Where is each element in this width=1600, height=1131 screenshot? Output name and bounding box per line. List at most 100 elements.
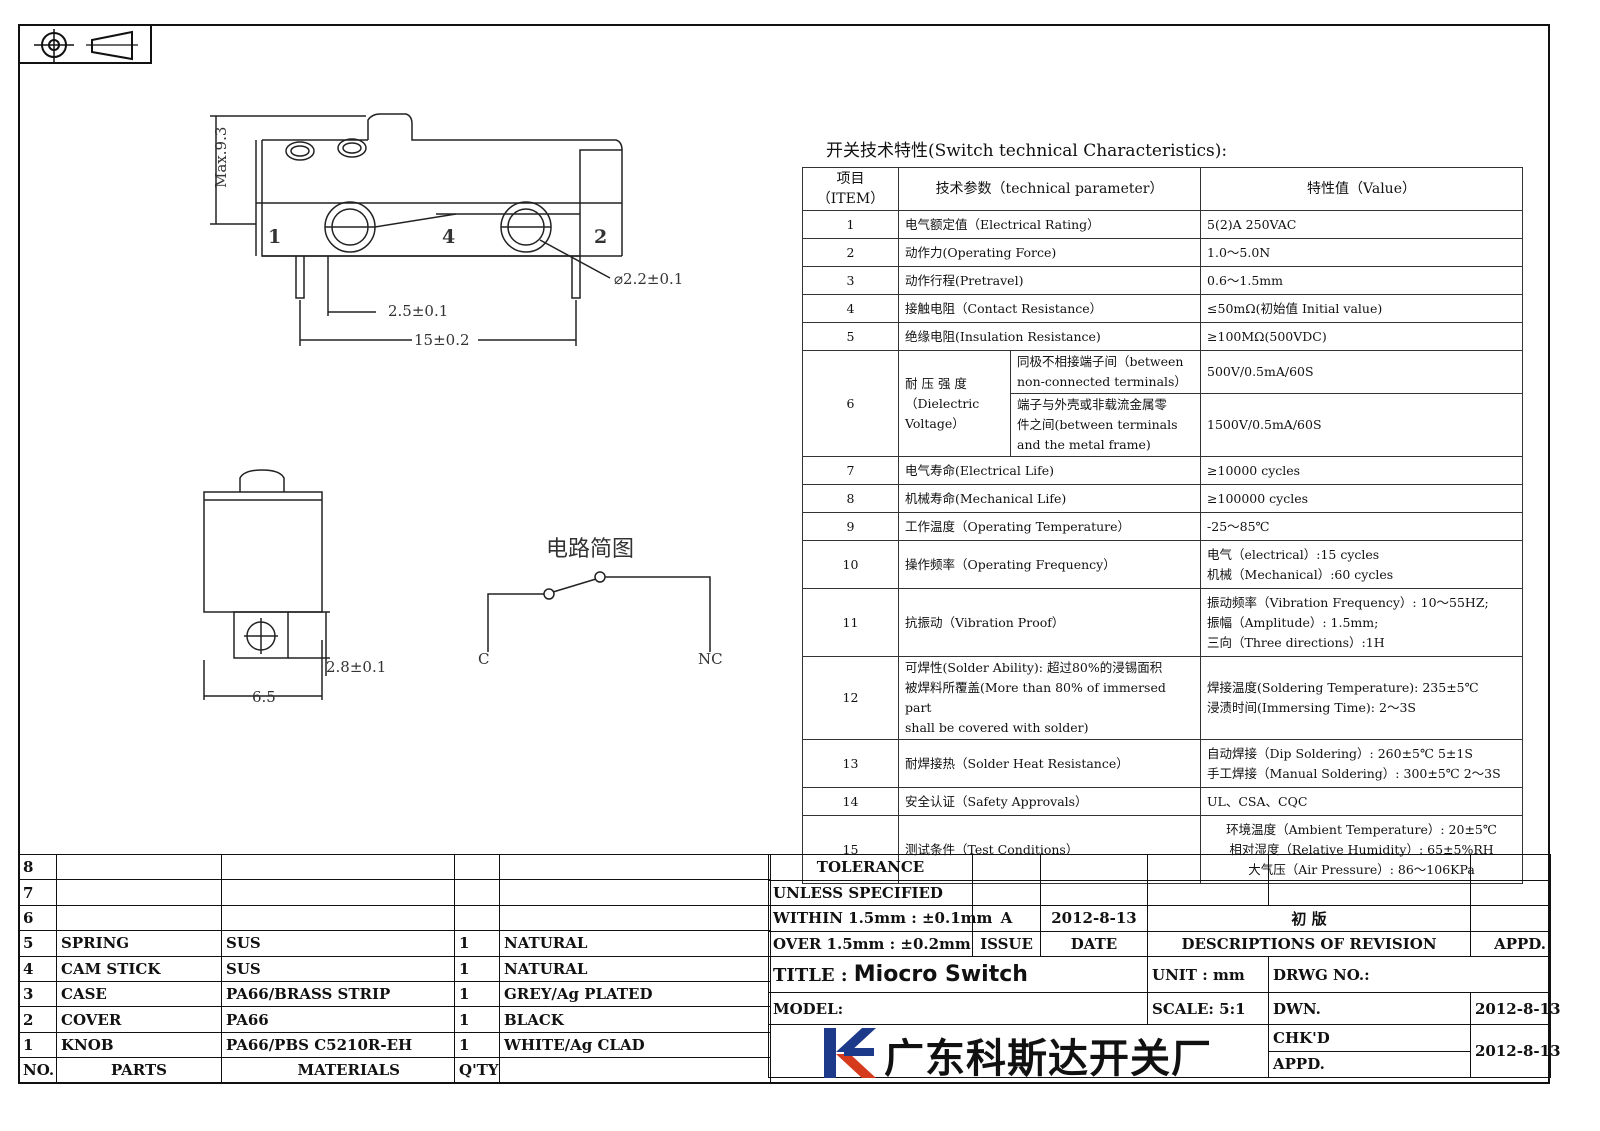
spec-value-line: 手工焊接（Manual Soldering）: 300±5℃ 2～3S	[1207, 765, 1501, 781]
spec-value-line: 振幅（Amplitude）: 1.5mm;	[1207, 614, 1379, 630]
dielectric-sub2-line: and the metal frame)	[1017, 437, 1151, 452]
scale-value: 5:1	[1219, 999, 1246, 1018]
tolerance-within: WITHIN 1.5mm : ±0.1mm	[768, 905, 992, 932]
bom-part: COVER	[56, 1006, 222, 1033]
bom-no: 5	[18, 930, 57, 957]
bom-qty: 1	[454, 930, 500, 957]
terminal-4-label: 4	[442, 226, 455, 248]
spec-param: 抗振动（Vibration Proof）	[897, 588, 1202, 657]
header-item-en: （ITEM）	[816, 191, 885, 207]
drawn-date: 2012-8-13	[1470, 992, 1561, 1025]
spec-value: -25～85℃	[1200, 512, 1524, 541]
spec-item-no: 1	[802, 210, 899, 239]
spec-value-line: -25～85℃	[1207, 518, 1270, 534]
spec-param: 电气额定值（Electrical Rating）	[897, 210, 1202, 239]
spec-param: 机械寿命(Mechanical Life)	[897, 484, 1202, 513]
spec-value-line: 三向（Three directions）:1H	[1207, 634, 1385, 650]
title-block: TOLERANCE UNLESS SPECIFIED WITHIN 1.5mm …	[768, 854, 1561, 1084]
bom-finish: GREY/Ag PLATED	[499, 980, 771, 1008]
bom-no: 3	[18, 980, 57, 1008]
bom-finish: NATURAL	[499, 955, 771, 982]
bom-header-parts: PARTS	[56, 1057, 222, 1084]
drawing-sheet-border	[18, 24, 1550, 1084]
bom-no: 6	[18, 904, 57, 932]
spec-value-line: 焊接温度(Soldering Temperature): 235±5℃	[1207, 680, 1479, 695]
spec-param: 耐焊接热（Solder Heat Resistance）	[897, 739, 1202, 788]
spec-item-no: 14	[802, 787, 899, 816]
spec-value: ≥100MΩ(500VDC)	[1200, 322, 1524, 351]
circuit-diagram-title: 电路简图	[546, 537, 634, 562]
bom-qty	[454, 879, 500, 906]
bom-qty: 1	[454, 1031, 500, 1059]
spec-value-line: ≥100000 cycles	[1207, 490, 1309, 506]
issue-label: ISSUE	[972, 930, 1041, 957]
bom-part	[56, 853, 222, 881]
switch-technical-drawing: Max.9.3 ⌀2.2±0.1 2.5±0.1 15±0.2 6.5 2.8±…	[203, 113, 723, 706]
spec-item-no: 3	[802, 266, 899, 295]
dielectric-sub2-value: 1500V/0.5mA/60S	[1200, 393, 1524, 457]
bom-row: 8	[18, 853, 771, 881]
dielectric-sub1-value: 500V/0.5mA/60S	[1200, 350, 1524, 394]
bom-material	[221, 853, 455, 881]
spec-item-no: 5	[802, 322, 899, 351]
height-dimension-label: Max.9.3	[212, 127, 230, 188]
spec-value: ≥10000 cycles	[1200, 456, 1524, 485]
spec-header-value: 特性值（Value）	[1200, 167, 1524, 211]
spec-value: 振动频率（Vibration Frequency）: 10～55HZ;振幅（Am…	[1200, 588, 1524, 657]
model-label: MODEL:	[768, 992, 1148, 1025]
tolerance-label: TOLERANCE	[768, 854, 973, 881]
tab-dimension-label: 2.8±0.1	[326, 658, 386, 676]
spec-item-no: 4	[802, 294, 899, 323]
spec-param: 动作力(Operating Force)	[897, 238, 1202, 267]
spec-value-line: UL、CSA、CQC	[1207, 793, 1308, 809]
spec-value-line: 电气（electrical）:15 cycles	[1207, 546, 1380, 562]
bom-part	[56, 879, 222, 906]
revision-description: 初 版	[1147, 905, 1471, 932]
tolerance-over: OVER 1.5mm : ±0.2mm	[768, 930, 973, 957]
spec-param-line: 被焊料所覆盖(More than 80% of immersed part	[905, 680, 1166, 715]
unit-value: mm	[1212, 965, 1245, 984]
spec-param-line: shall be covered with solder)	[905, 720, 1089, 735]
width-dimension-label: 6.5	[252, 688, 276, 706]
dielectric-label-line: Voltage）	[905, 415, 965, 431]
checked-date: 2012-8-13	[1470, 1024, 1561, 1078]
spec-item-no: 9	[802, 512, 899, 541]
spec-item-no: 11	[802, 588, 899, 657]
bom-finish: NATURAL	[499, 930, 771, 957]
spec-value-line: ≥10000 cycles	[1207, 462, 1301, 478]
spec-param: 工作温度（Operating Temperature）	[897, 512, 1202, 541]
bom-part	[56, 904, 222, 932]
spec-value-line: 5(2)A 250VAC	[1207, 216, 1297, 232]
approved-label: APPD.	[1268, 1050, 1471, 1078]
spec-param: 操作频率（Operating Frequency）	[897, 540, 1202, 589]
spec-value-line: 1.0～5.0N	[1207, 244, 1271, 260]
bom-row: 7	[18, 879, 771, 906]
circuit-common-label: C	[478, 650, 489, 668]
span-dimension-label: 15±0.2	[414, 331, 470, 349]
terminal-2-label: 2	[594, 226, 607, 248]
terminal-1-label: 1	[268, 226, 281, 248]
bom-no: 4	[18, 955, 57, 982]
spec-value: ≤50mΩ(初始值 Initial value)	[1200, 294, 1524, 323]
spec-value-line: 浸渍时间(Immersing Time): 2～3S	[1207, 700, 1416, 715]
spec-value-line: ≤50mΩ(初始值 Initial value)	[1207, 300, 1383, 316]
bom-qty: 1	[454, 955, 500, 982]
spec-table-title: 开关技术特性(Switch technical Characteristics)…	[826, 141, 1228, 161]
spec-param: 接触电阻（Contact Resistance）	[897, 294, 1202, 323]
dielectric-sub1-line: 同极不相接端子间（between	[1017, 354, 1184, 369]
bom-material	[221, 904, 455, 932]
spec-param: 电气寿命(Electrical Life)	[897, 456, 1202, 485]
